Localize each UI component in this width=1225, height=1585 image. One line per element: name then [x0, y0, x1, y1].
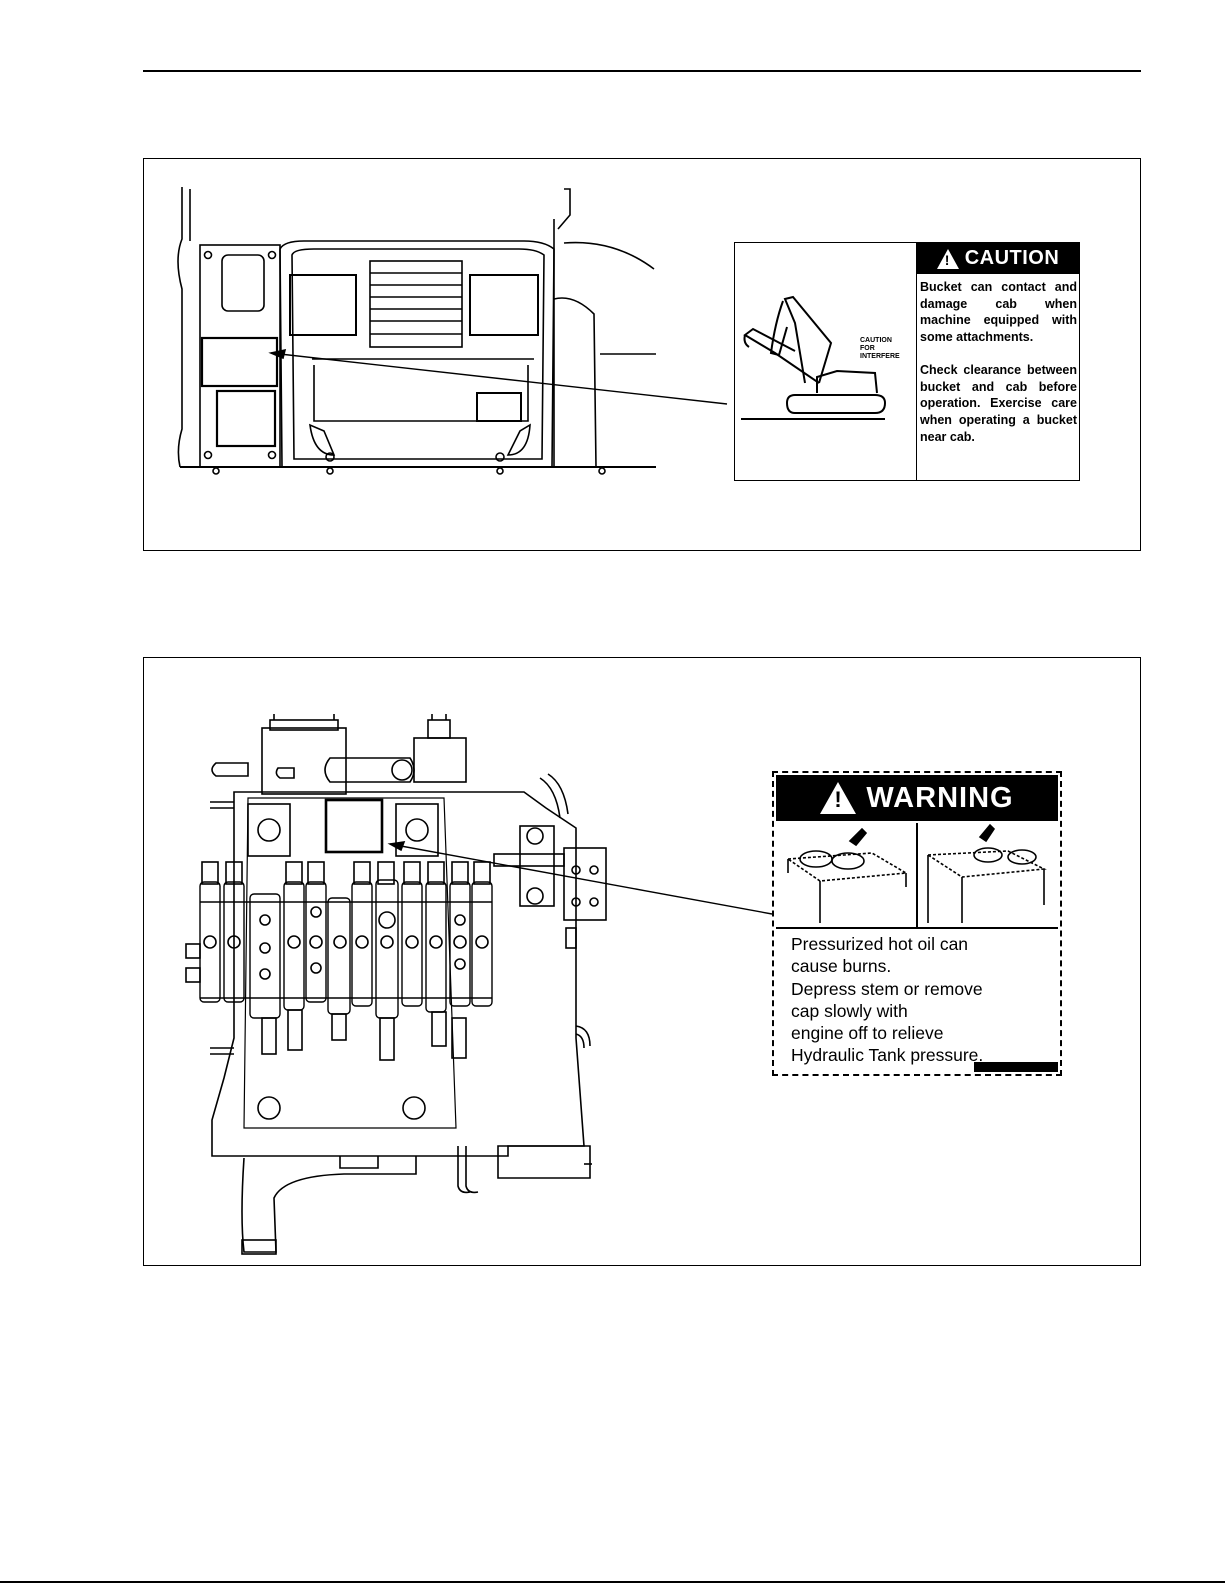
caution-mini-label: CAUTION FOR INTERFERE [860, 337, 900, 360]
cab-rear-drawing [177, 187, 728, 475]
decal-part-code [974, 1062, 1058, 1072]
caution-paragraph: Bucket can contact and damage cab when m… [920, 280, 1077, 345]
footer-rule [0, 1581, 1225, 1583]
caution-decal-figure: CAUTION FOR INTERFERE ! CAUTION Bucket c… [143, 158, 1141, 551]
caution-paragraph: Check clearance between bucket and cab b… [920, 362, 1077, 444]
alert-triangle-icon: ! [936, 248, 959, 269]
warning-header: ! WARNING [776, 775, 1058, 821]
excavator-interference-pictogram: CAUTION FOR INTERFERE [735, 243, 917, 480]
warning-decal: ! WARNING Pressurized hot oil can cause … [772, 771, 1062, 1076]
warning-decal-figure: ! WARNING Pressurized hot oil can cause … [143, 657, 1141, 1266]
warning-title: WARNING [866, 781, 1014, 814]
caution-title: CAUTION [964, 247, 1060, 269]
hydraulic-tank-pictograms [776, 823, 1058, 929]
warning-line: engine off to relieve [791, 1023, 944, 1044]
warning-text: Pressurized hot oil can cause burns. Dep… [791, 933, 1056, 1067]
header-rule [143, 70, 1141, 72]
warning-line: cap slowly with [791, 1000, 908, 1021]
caution-header: ! CAUTION [917, 243, 1079, 274]
caution-decal: CAUTION FOR INTERFERE ! CAUTION Bucket c… [734, 242, 1080, 481]
warning-line: Depress stem or remove [791, 978, 983, 999]
control-valve-drawing [185, 714, 773, 1255]
warning-line: Hydraulic Tank pressure. [791, 1045, 984, 1066]
alert-triangle-icon: ! [820, 782, 857, 814]
warning-line: cause burns. [791, 956, 892, 977]
warning-line: Pressurized hot oil can [791, 934, 969, 954]
caution-text: Bucket can contact and damage cab when m… [920, 279, 1077, 445]
